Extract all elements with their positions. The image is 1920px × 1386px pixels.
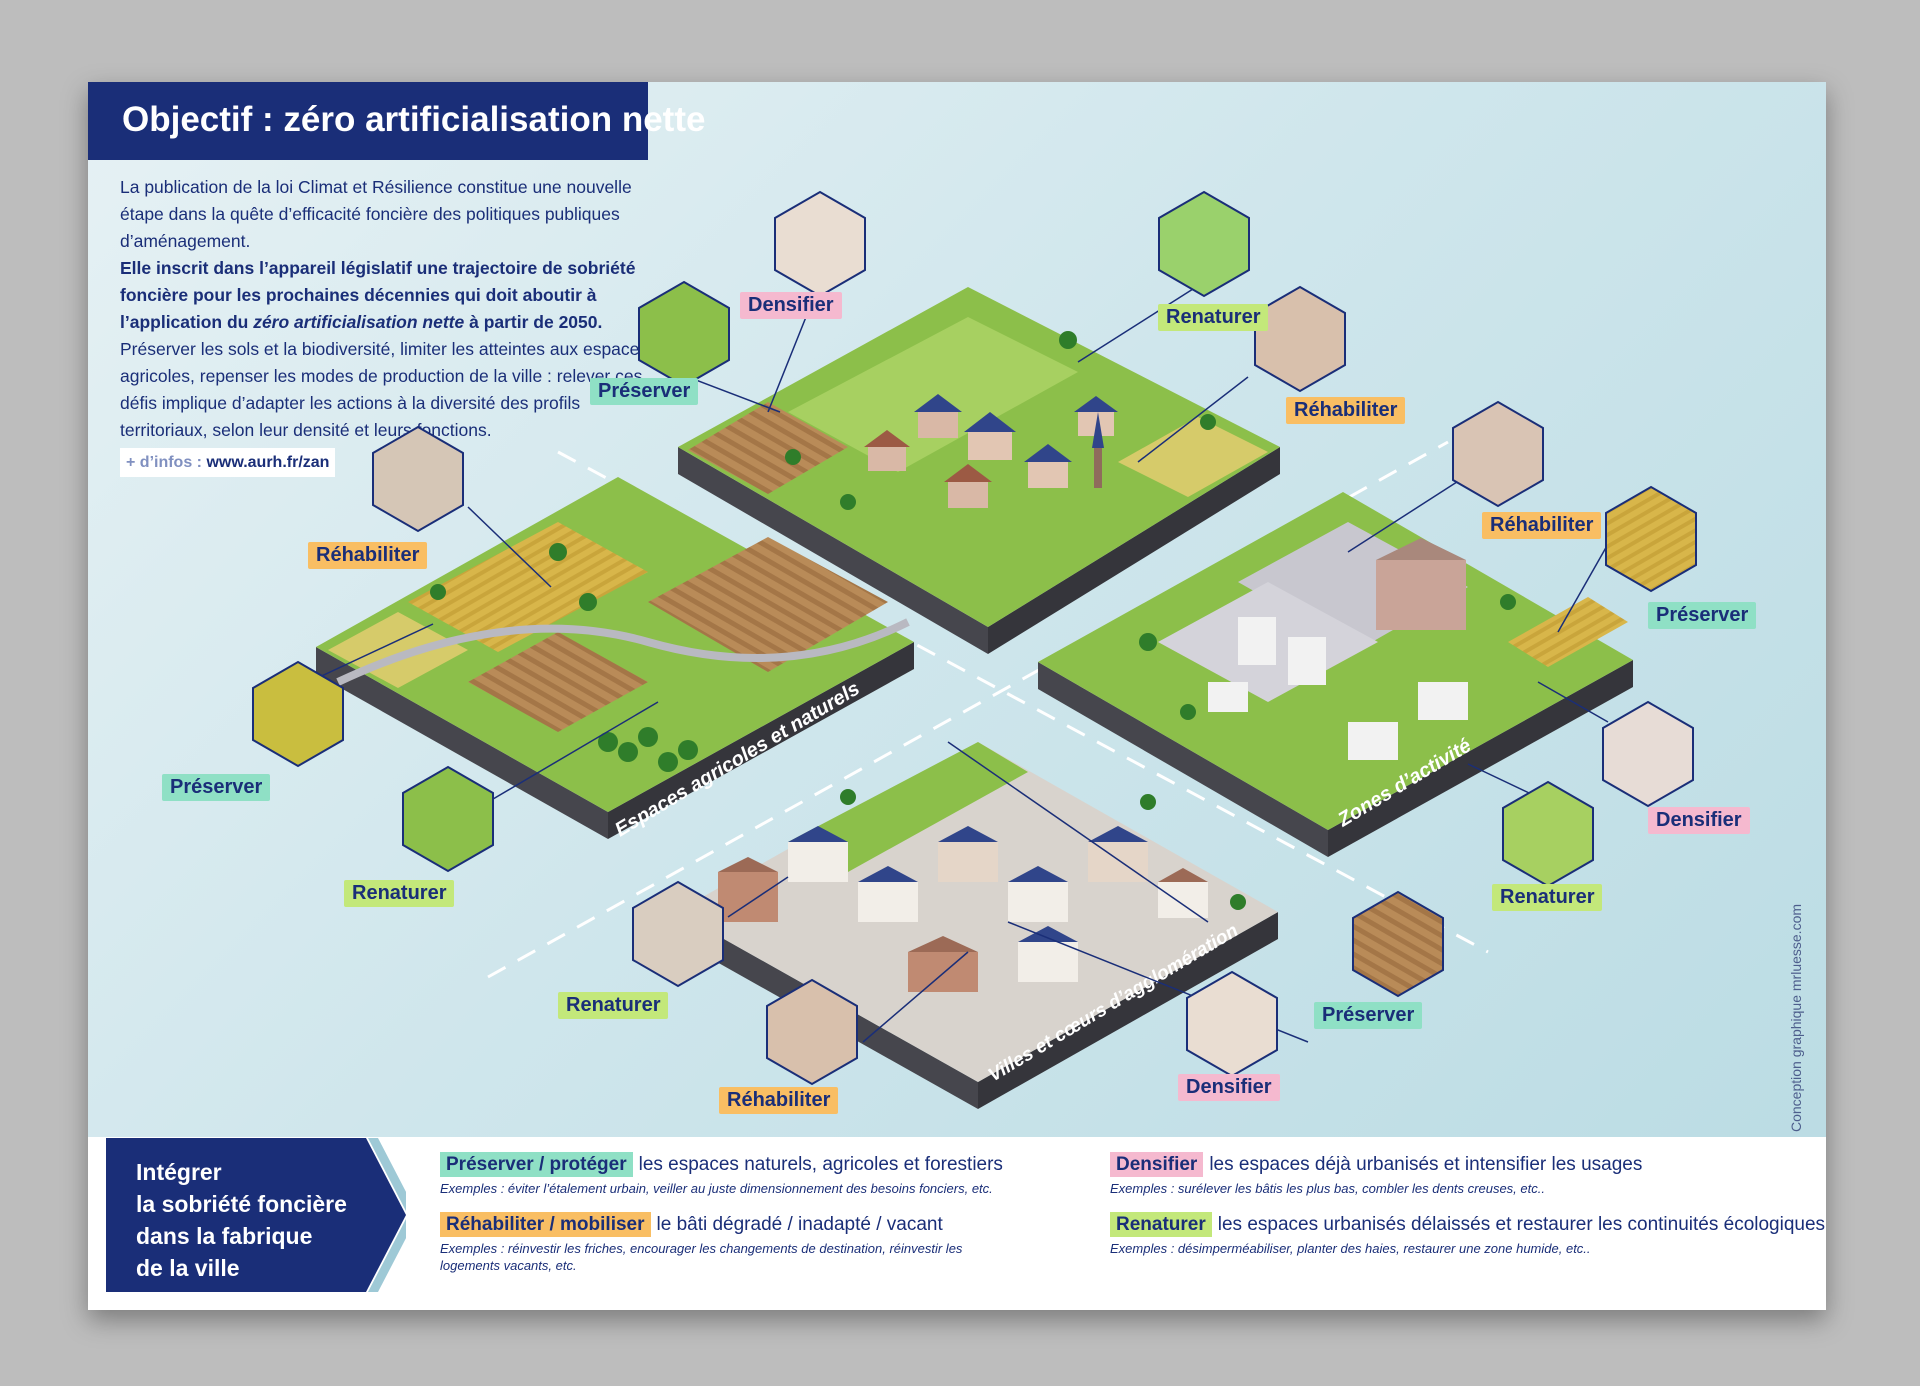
tag-densifier-bourgs: Densifier bbox=[740, 292, 842, 319]
zone-activite: Zones d’activité bbox=[1038, 492, 1633, 857]
design-credit: Conception graphique mrluesse.com bbox=[1788, 903, 1804, 1132]
hex-preserver-villes bbox=[1352, 890, 1444, 998]
hex-renaturer-activite bbox=[1502, 780, 1594, 888]
tag-renaturer-villes: Renaturer bbox=[558, 992, 669, 1019]
tag-rehabiliter-activite: Réhabiliter bbox=[1482, 512, 1602, 539]
hex-preserver-agri bbox=[252, 660, 344, 768]
hex-renaturer-villes bbox=[632, 880, 724, 988]
tag-renaturer-activite: Renaturer bbox=[1492, 884, 1603, 911]
hex-preserver-activite bbox=[1605, 485, 1697, 593]
tag-preserver-agri: Préserver bbox=[162, 774, 271, 801]
hex-rehabiliter-villes bbox=[766, 978, 858, 1086]
tag-densifier-villes: Densifier bbox=[1178, 1074, 1280, 1101]
footer-title: Intégrer la sobriété foncière dans la fa… bbox=[136, 1159, 347, 1281]
hex-rehabiliter-activite bbox=[1452, 400, 1544, 508]
hex-renaturer-bourgs bbox=[1158, 190, 1250, 298]
tag-rehabiliter-agri: Réhabiliter bbox=[308, 542, 428, 569]
hexagons bbox=[252, 190, 1697, 1086]
hex-renaturer-agri bbox=[402, 765, 494, 873]
hex-densifier-bourgs bbox=[774, 190, 866, 298]
zone-villes: Villes et cœurs d’agglomération bbox=[676, 742, 1278, 1109]
footer-arrow bbox=[106, 1138, 406, 1292]
intro-paragraph-3: Préserver les sols et la biodiversité, l… bbox=[120, 339, 649, 440]
intro-paragraph-2: Elle inscrit dans l’appareil législatif … bbox=[120, 258, 636, 332]
title-bar: Objectif : zéro artificialisation nette bbox=[88, 82, 705, 160]
hex-rehabiliter-agri bbox=[372, 425, 464, 533]
tag-rehabiliter-bourgs: Réhabiliter bbox=[1286, 397, 1406, 424]
tag-preserver-bourgs: Préserver bbox=[590, 378, 699, 405]
hex-densifier-activite bbox=[1602, 700, 1694, 808]
village-houses bbox=[864, 394, 1118, 508]
tag-renaturer-agri: Renaturer bbox=[344, 880, 455, 907]
tag-preserver-activite: Préserver bbox=[1648, 602, 1757, 629]
tag-densifier-activite: Densifier bbox=[1648, 807, 1750, 834]
city-buildings bbox=[718, 826, 1208, 992]
tag-renaturer-bourgs: Renaturer bbox=[1158, 304, 1269, 331]
info-link[interactable]: + d’infos : www.aurh.fr/zan bbox=[120, 448, 336, 477]
intro-paragraph-1: La publication de la loi Climat et Résil… bbox=[120, 177, 632, 251]
tag-rehabiliter-villes: Réhabiliter bbox=[719, 1087, 839, 1114]
intro-text: La publication de la loi Climat et Résil… bbox=[120, 174, 650, 477]
isometric-scene: Bourgs et villages Espaces agricoles et … bbox=[252, 190, 1697, 1109]
hex-densifier-villes bbox=[1186, 970, 1278, 1078]
page-title: Objectif : zéro artificialisation nette bbox=[122, 100, 706, 139]
tag-preserver-villes: Préserver bbox=[1314, 1002, 1423, 1029]
hex-preserver-bourgs bbox=[638, 280, 730, 388]
hex-rehabiliter-bourgs bbox=[1254, 285, 1346, 393]
poster: Objectif : zéro artificialisation nette … bbox=[88, 82, 1826, 1310]
